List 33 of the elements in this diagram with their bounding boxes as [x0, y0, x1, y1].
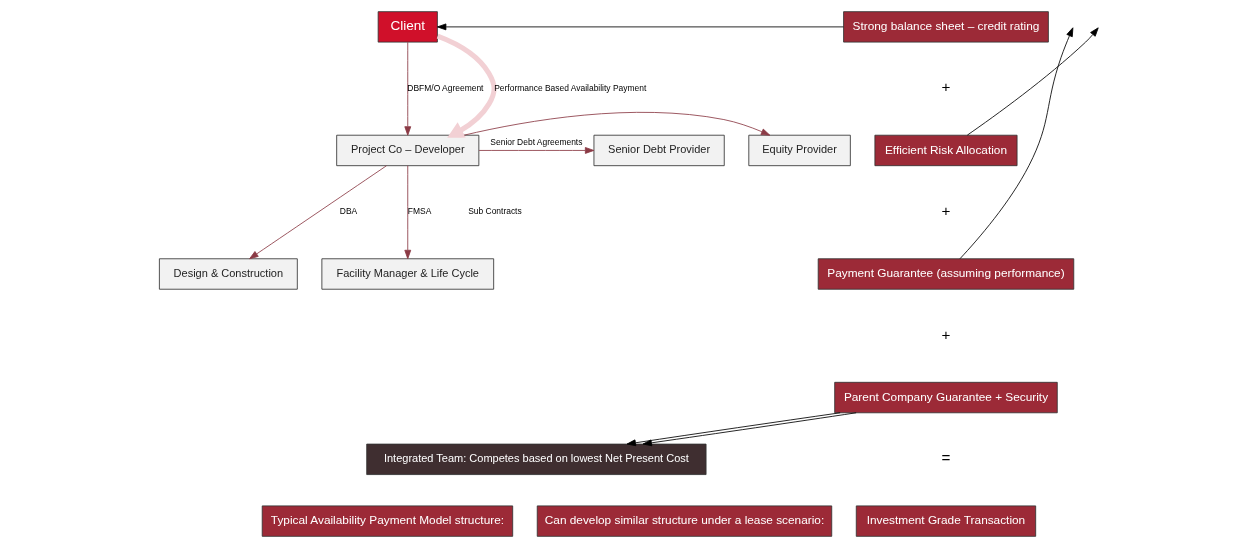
arrow — [478, 147, 594, 154]
label: Sub Contracts — [467, 206, 522, 217]
node-box: Typical Availability Payment Model structure: — [261, 505, 513, 537]
node-box: Investment Grade Transaction — [855, 505, 1036, 537]
arrow — [403, 41, 411, 136]
node-box: Facility Manager & Life Cycle — [320, 258, 494, 290]
edge-label: DBFM/O Agreement — [406, 82, 483, 93]
label: + — [941, 325, 950, 343]
edge-label: FMSA — [407, 206, 431, 217]
label: + — [941, 78, 950, 96]
edge-label: Performance Based Availability Payment — [493, 82, 646, 93]
node-box: Strong balance sheet – credit rating — [842, 11, 1049, 43]
label: + — [941, 201, 950, 219]
node-box: Payment Guarantee (assuming performance) — [817, 258, 1074, 290]
node-box: Integrated Team: Competes based on lowest Net Present Cost — [365, 443, 706, 475]
arrow — [966, 27, 1099, 136]
node-box: Client — [377, 11, 438, 43]
arrow — [959, 27, 1073, 260]
node-box: Equity Provider — [747, 134, 851, 167]
node-box: Design & Construction — [158, 258, 298, 290]
arrow — [403, 165, 411, 260]
label: = — [941, 449, 950, 467]
edge-label: DBA — [339, 206, 357, 217]
node-box: Project Co – Developer — [335, 134, 479, 167]
node-box: Senior Debt Provider — [593, 134, 725, 167]
node-box: Can develop similar structure under a lease scenario: — [536, 505, 832, 537]
node-box: Parent Company Guarantee + Security — [833, 381, 1058, 414]
arrow — [436, 33, 497, 138]
arrow — [248, 165, 387, 260]
arrow — [436, 23, 844, 31]
edge-label: Senior Debt Agreements — [489, 137, 582, 148]
node-box: Efficient Risk Allocation — [873, 134, 1017, 167]
arrow — [463, 112, 770, 136]
